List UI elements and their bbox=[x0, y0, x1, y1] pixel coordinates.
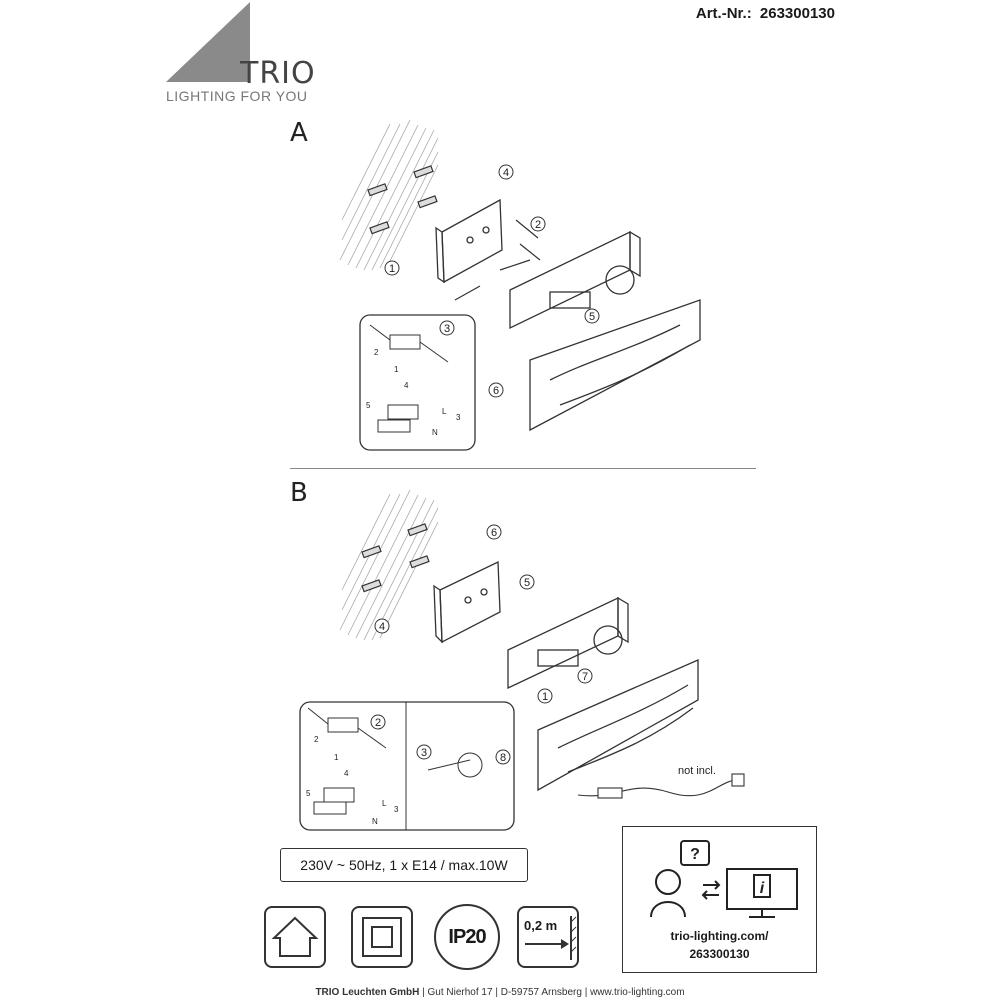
step-label-b-3: 3 bbox=[421, 747, 427, 759]
footer-city: D-59757 Arnsberg bbox=[500, 987, 582, 998]
detail-inset-a bbox=[359, 314, 476, 451]
mounting-bracket-a bbox=[435, 198, 503, 284]
step-label-b-5: 5 bbox=[524, 577, 530, 589]
wall-hatch-b bbox=[339, 489, 439, 641]
detail-b-L: L bbox=[382, 799, 387, 808]
diagram-b: not incl. 1 2 3 4 5 6 7 8 1 2 3 4 5 L N bbox=[299, 489, 745, 831]
step-label-a-3: 3 bbox=[444, 323, 450, 335]
detail-a-3: 3 bbox=[456, 413, 461, 422]
person-icon bbox=[650, 901, 686, 918]
step-label-a-4: 4 bbox=[503, 167, 509, 179]
detail-a-2: 2 bbox=[374, 348, 379, 357]
diagram-a: 1 2 3 4 5 6 1 2 3 4 5 L N bbox=[339, 119, 701, 451]
mounting-bracket-b bbox=[433, 560, 501, 644]
distance-value: 0,2 m bbox=[524, 918, 558, 933]
step-label-b-8: 8 bbox=[500, 752, 506, 764]
electrical-spec: 230V ~ 50Hz, 1 x E14 / max.10W bbox=[280, 848, 528, 882]
question-bubble-icon bbox=[680, 840, 710, 866]
step-label-a-2: 2 bbox=[535, 219, 541, 231]
detail-a-1: 1 bbox=[394, 365, 399, 374]
lamp-body-a bbox=[509, 230, 641, 330]
brand-name: TRIO bbox=[240, 56, 316, 91]
dowels-a bbox=[367, 165, 438, 235]
detail-a-L: L bbox=[442, 407, 447, 416]
brand-triangle-logo bbox=[166, 2, 250, 82]
step-label-a-5: 5 bbox=[589, 311, 595, 323]
ip-rating-badge: IP20 bbox=[434, 904, 500, 970]
step-label-b-7: 7 bbox=[582, 671, 588, 683]
footer-company: TRIO Leuchten GmbH bbox=[315, 987, 420, 998]
step-label-b-6: 6 bbox=[491, 527, 497, 539]
house-icon bbox=[271, 916, 319, 957]
svg-text:i: i bbox=[760, 880, 765, 897]
article-number-label: Art.-Nr.: bbox=[695, 5, 752, 22]
footer-website[interactable]: www.trio-lighting.com bbox=[590, 987, 685, 998]
indoor-use-symbol bbox=[264, 906, 326, 968]
exchange-arrows-icon bbox=[703, 880, 721, 890]
brand-tagline: LIGHTING FOR YOU bbox=[166, 88, 308, 104]
detail-a-N: N bbox=[432, 428, 438, 437]
lamp-shade-b bbox=[537, 659, 699, 792]
step-label-b-1: 1 bbox=[542, 691, 548, 703]
section-divider bbox=[290, 468, 756, 469]
detail-b-N: N bbox=[372, 817, 378, 826]
detail-b-1: 1 bbox=[334, 753, 339, 762]
step-label-b-4: 4 bbox=[379, 621, 385, 633]
power-cord-b bbox=[577, 773, 745, 799]
footer: TRIO Leuchten GmbH | Gut Nierhof 17 | D-… bbox=[315, 987, 685, 998]
step-label-a-1: 1 bbox=[389, 263, 395, 275]
section-a-label: A bbox=[290, 118, 308, 148]
info-url-line2[interactable]: 263300130 bbox=[689, 947, 750, 961]
info-box: ? i trio-lighting.com/ 263300130 bbox=[622, 826, 817, 973]
protection-class-symbol bbox=[351, 906, 413, 968]
detail-b-2: 2 bbox=[314, 735, 319, 744]
double-square-icon bbox=[362, 917, 402, 957]
not-included-note: not incl. bbox=[678, 765, 716, 777]
section-b-label: B bbox=[290, 478, 308, 508]
distance-arrow-icon bbox=[525, 916, 577, 960]
detail-a-5: 5 bbox=[366, 401, 371, 410]
info-url-line1[interactable]: trio-lighting.com/ bbox=[670, 929, 769, 943]
lamp-shade-a bbox=[529, 299, 701, 432]
dowels-b bbox=[361, 523, 430, 593]
step-label-b-2: 2 bbox=[375, 717, 381, 729]
article-number: Art.-Nr.: 263300130 bbox=[692, 5, 835, 22]
screws-a bbox=[454, 219, 541, 301]
distance-symbol: 0,2 m bbox=[517, 906, 579, 968]
article-number-value: 263300130 bbox=[759, 5, 835, 22]
support-illustration: ? i bbox=[650, 840, 798, 918]
svg-text:?: ? bbox=[690, 846, 700, 863]
step-label-a-6: 6 bbox=[493, 385, 499, 397]
wall-hatch-a bbox=[339, 119, 439, 271]
detail-b-4: 4 bbox=[344, 769, 349, 778]
detail-b-3: 3 bbox=[394, 805, 399, 814]
lamp-body-b bbox=[507, 596, 629, 690]
footer-address: Gut Nierhof 17 bbox=[427, 987, 493, 998]
detail-a-4: 4 bbox=[404, 381, 409, 390]
detail-b-5: 5 bbox=[306, 789, 311, 798]
